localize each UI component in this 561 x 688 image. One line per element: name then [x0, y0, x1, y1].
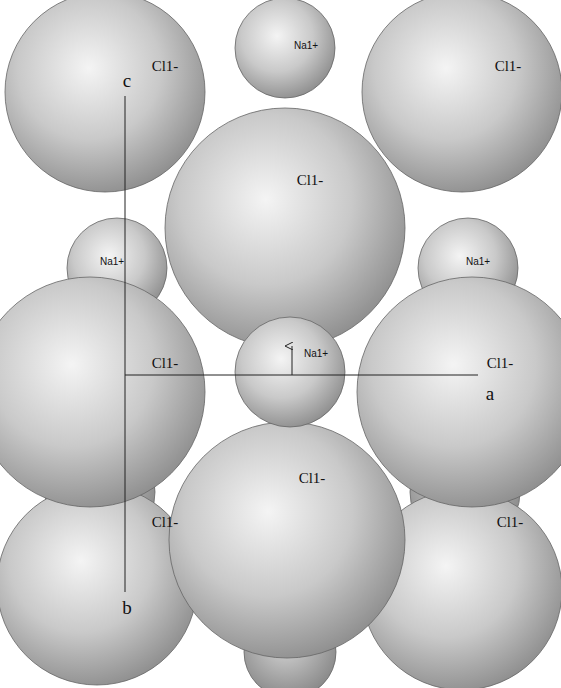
sodium-ion: [235, 0, 335, 98]
ion-label: Cl1-: [297, 173, 324, 188]
axis-label: a: [486, 384, 494, 403]
ion-label: Cl1-: [152, 515, 179, 530]
ion-label: Cl1-: [152, 356, 179, 371]
ion-label: Cl1-: [497, 515, 524, 530]
chloride-ion: [5, 0, 205, 192]
chloride-ion: [0, 277, 205, 507]
z-axis-arrow: [292, 346, 293, 375]
ion-label: Cl1-: [487, 356, 514, 371]
chloride-ion: [357, 277, 561, 507]
chloride-ion: [362, 0, 561, 192]
ion-label: Cl1-: [152, 59, 179, 74]
chloride-ion: [169, 422, 405, 658]
ion-label: Na1+: [304, 349, 328, 359]
c-axis-line: [125, 96, 126, 592]
ion-label: Cl1-: [299, 471, 326, 486]
sodium-ion: [235, 317, 345, 427]
chloride-ion: [165, 108, 405, 348]
chloride-ion: [0, 485, 197, 685]
axis-label: c: [123, 71, 131, 90]
ion-label: Cl1-: [495, 59, 522, 74]
axis-label: b: [122, 598, 132, 617]
ion-label: Na1+: [466, 257, 490, 267]
a-axis-line: [125, 375, 478, 376]
ion-label: Na1+: [100, 257, 124, 267]
ion-label: Na1+: [294, 41, 318, 51]
